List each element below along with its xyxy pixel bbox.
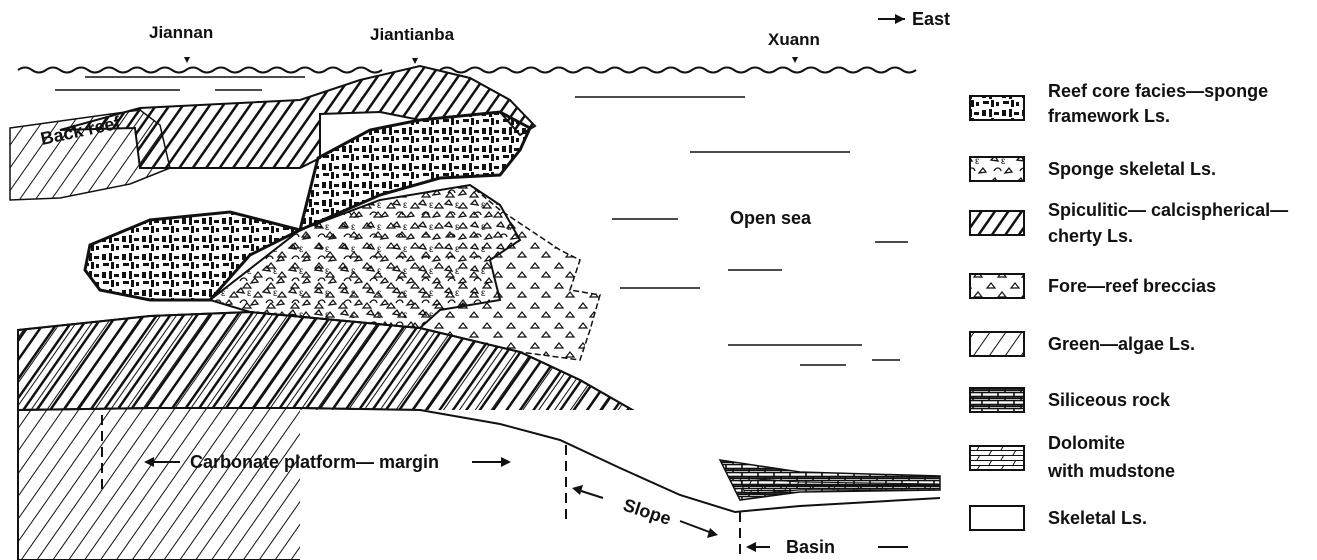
legend-swatch	[970, 388, 1024, 412]
legend-item-fore-reef: Fore—reef breccias	[970, 274, 1216, 298]
location-label: Xuann	[768, 30, 820, 49]
legend-item-siliceous: Siliceous rock	[970, 388, 1171, 412]
legend-swatch	[970, 157, 1024, 181]
svg-text:cherty Ls.: cherty Ls.	[1048, 226, 1133, 246]
location-label: Jiantianba	[370, 25, 455, 44]
legend-swatch	[970, 211, 1024, 235]
legend-item-green-algae: Green—algae Ls.	[970, 332, 1195, 356]
svg-text:Skeletal Ls.: Skeletal Ls.	[1048, 508, 1147, 528]
legend: Reef core facies—sponge framework Ls. Sp…	[970, 81, 1288, 530]
open-sea-label: Open sea	[730, 208, 812, 228]
svg-text:Reef core facies—sponge: Reef core facies—sponge	[1048, 81, 1268, 101]
location-label: Jiannan	[149, 23, 213, 42]
direction-label: East	[912, 9, 950, 29]
location-marker-jiantianba: Jiantianba	[370, 25, 455, 64]
legend-item-skeletal: Skeletal Ls.	[970, 506, 1147, 530]
legend-item-dolomite: Dolomite with mudstone	[970, 433, 1175, 481]
legend-swatch	[970, 446, 1024, 470]
legend-item-spiculitic: Spiculitic— calcispherical— cherty Ls.	[970, 200, 1288, 246]
legend-swatch	[970, 506, 1024, 530]
legend-swatch	[970, 274, 1024, 298]
svg-text:Carbonate platform— margin: Carbonate platform— margin	[190, 452, 439, 472]
svg-text:Fore—reef breccias: Fore—reef breccias	[1048, 276, 1216, 296]
location-pin-icon	[412, 58, 418, 64]
legend-swatch	[970, 332, 1024, 356]
svg-text:Basin: Basin	[786, 537, 835, 557]
svg-text:Siliceous rock: Siliceous rock	[1048, 390, 1171, 410]
svg-text:Sponge skeletal Ls.: Sponge skeletal Ls.	[1048, 159, 1216, 179]
direction-indicator: East	[878, 9, 950, 29]
svg-text:Green—algae Ls.: Green—algae Ls.	[1048, 334, 1195, 354]
location-pin-icon	[184, 57, 190, 63]
svg-text:framework Ls.: framework Ls.	[1048, 106, 1170, 126]
legend-item-reef-core: Reef core facies—sponge framework Ls.	[970, 81, 1268, 126]
svg-text:Spiculitic— calcispherical—: Spiculitic— calcispherical—	[1048, 200, 1288, 220]
legend-item-sponge-skeletal: Sponge skeletal Ls.	[970, 157, 1216, 181]
legend-swatch	[970, 96, 1024, 120]
location-marker-xuann: Xuann	[768, 30, 820, 63]
svg-text:Dolomite: Dolomite	[1048, 433, 1125, 453]
location-pin-icon	[792, 57, 798, 63]
location-marker-jiannan: Jiannan	[149, 23, 213, 63]
svg-text:with mudstone: with mudstone	[1047, 461, 1175, 481]
